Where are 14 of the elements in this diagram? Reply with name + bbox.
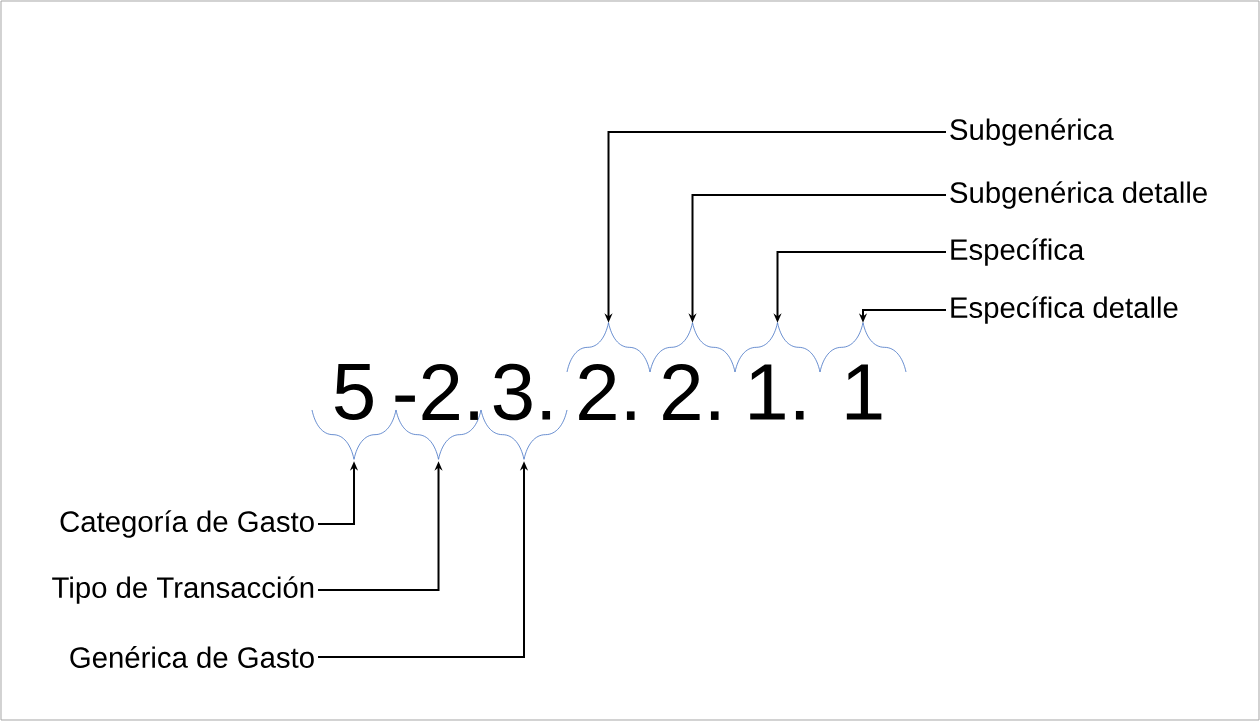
label-text: Genérica de Gasto bbox=[70, 646, 314, 668]
code-digit: -2. bbox=[395, 364, 478, 420]
code-digit: 2. bbox=[663, 364, 719, 420]
label-text: Específica detalle bbox=[951, 296, 1178, 324]
label-text: Específica bbox=[951, 238, 1085, 266]
code-digit: 1. bbox=[750, 364, 804, 420]
label-text: Categoría de Gasto bbox=[60, 510, 314, 538]
code-digit: 2. bbox=[579, 364, 635, 420]
label-text: Subgenérica detalle bbox=[950, 181, 1207, 209]
label-text: Subgenérica bbox=[950, 118, 1114, 146]
label-text: Tipo de Transacción bbox=[52, 576, 314, 604]
code-digit: 5 bbox=[334, 364, 373, 420]
code-digit: 3. bbox=[493, 363, 551, 421]
code-digit: 1 bbox=[846, 364, 882, 420]
